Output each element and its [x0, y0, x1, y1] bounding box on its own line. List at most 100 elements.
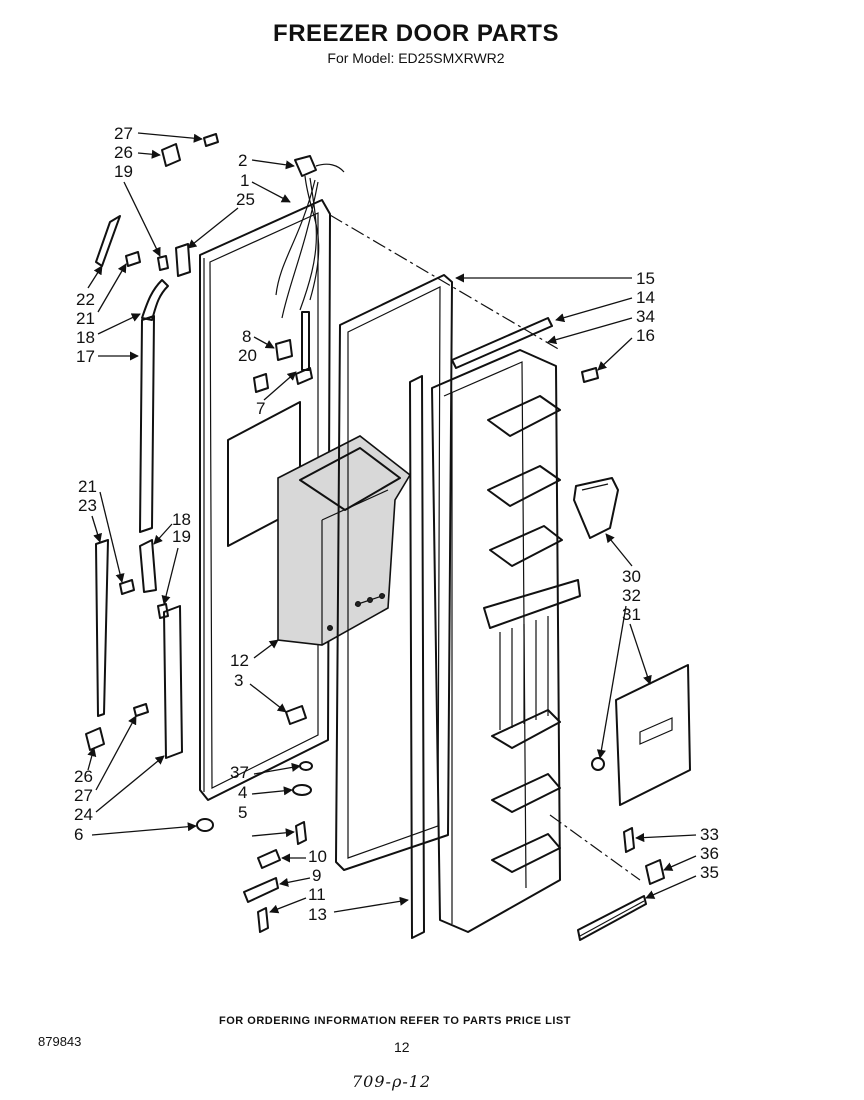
callout-label: 21 — [76, 309, 95, 328]
handwritten-note: 709-ρ-12 — [352, 1072, 432, 1091]
callout-label: 35 — [700, 863, 719, 882]
grommet-part-18b — [139, 539, 157, 593]
callout-10: 10 — [281, 847, 327, 866]
callout-35: 35 — [645, 863, 719, 899]
callout-21-top: 21 — [76, 263, 127, 328]
dispenser-housing-part-12 — [277, 435, 412, 646]
callout-label: 19 — [114, 162, 133, 181]
callout-label: 36 — [700, 844, 719, 863]
screw-part-33 — [623, 827, 635, 853]
clip-part-20 — [253, 373, 269, 393]
callout-label: 31 — [622, 605, 641, 624]
model-subtitle: For Model: ED25SMXRWR2 — [327, 50, 505, 66]
bracket-part-10 — [257, 849, 281, 869]
callout-12: 12 — [230, 639, 279, 670]
callout-label: 26 — [114, 143, 133, 162]
ordering-info-note: FOR ORDERING INFORMATION REFER TO PARTS … — [219, 1015, 571, 1027]
callout-label: 1 — [240, 171, 249, 190]
callout-6: 6 — [74, 822, 197, 844]
callout-label: 15 — [636, 269, 655, 288]
plate-part-9 — [243, 877, 279, 903]
callout-label: 14 — [636, 288, 655, 307]
callout-15: 15 — [455, 269, 655, 288]
callout-label: 26 — [74, 767, 93, 786]
freezer-door-outer — [431, 349, 581, 933]
callout-3: 3 — [234, 671, 287, 713]
cap-part-8 — [275, 339, 293, 361]
page-number: 12 — [394, 1039, 410, 1055]
access-cover-part-31 — [615, 664, 691, 806]
callout-36: 36 — [663, 844, 719, 871]
callout-31: 31 — [622, 605, 652, 685]
screw-part-27 — [133, 133, 219, 717]
chute-part-30 — [573, 477, 619, 539]
callout-2: 2 — [238, 151, 295, 170]
callout-27-bottom: 27 — [74, 715, 137, 805]
callout-22: 22 — [76, 265, 103, 309]
document-number: 879843 — [38, 1034, 82, 1049]
callout-32: 32 — [596, 586, 641, 759]
hinge-strap-part-23 — [95, 539, 109, 717]
callout-5: 5 — [238, 803, 295, 838]
callout-19-top: 19 — [114, 162, 161, 257]
callout-label: 22 — [76, 290, 95, 309]
callout-26-top: 26 — [114, 143, 161, 162]
callout-label: 33 — [700, 825, 719, 844]
callout-label: 8 — [242, 327, 251, 346]
screw-part-21 — [119, 251, 141, 595]
callout-8: 8 — [242, 327, 275, 349]
callout-label: 18 — [172, 510, 191, 529]
callout-9: 9 — [279, 866, 321, 887]
clip-part-25 — [175, 243, 191, 277]
callout-33: 33 — [635, 825, 719, 844]
callout-label: 23 — [78, 496, 97, 515]
callout-7: 7 — [256, 371, 297, 418]
callout-18-top: 18 — [76, 313, 141, 347]
wire-cover-part-17 — [139, 315, 155, 533]
callout-label: 17 — [76, 347, 95, 366]
callout-21-mid: 21 — [78, 477, 125, 583]
callout-17: 17 — [76, 347, 139, 366]
callout-26-bottom: 26 — [74, 747, 97, 786]
callout-label: 4 — [238, 783, 247, 802]
callout-label: 24 — [74, 805, 93, 824]
callout-1: 1 — [240, 171, 291, 203]
channel-part-24 — [163, 605, 183, 759]
callout-label: 10 — [308, 847, 327, 866]
callout-label: 25 — [236, 190, 255, 209]
trim-part-35 — [577, 895, 647, 941]
callout-16: 16 — [597, 326, 655, 371]
wire-harness-part-2 — [275, 155, 345, 319]
callout-24: 24 — [74, 755, 165, 824]
callout-37: 37 — [230, 762, 301, 782]
clip-part-19 — [157, 255, 169, 619]
callout-label: 27 — [74, 786, 93, 805]
door-frame-part-1 — [199, 199, 331, 801]
callout-label: 13 — [308, 905, 327, 924]
callout-label: 20 — [238, 346, 257, 365]
callout-label: 27 — [114, 124, 133, 143]
callout-label: 19 — [172, 527, 191, 546]
callout-label: 37 — [230, 763, 249, 782]
callout-20: 20 — [238, 346, 257, 365]
callout-label: 7 — [256, 399, 265, 418]
trim-strip-part-13 — [409, 375, 425, 939]
top-trim-part-14 — [451, 317, 553, 369]
washer-part-4 — [292, 784, 312, 796]
bolt-part-5 — [295, 821, 307, 845]
callout-label: 3 — [234, 671, 243, 690]
callout-label: 9 — [312, 866, 321, 885]
callout-label: 18 — [76, 328, 95, 347]
callout-11: 11 — [269, 885, 326, 914]
callout-label: 16 — [636, 326, 655, 345]
callout-label: 32 — [622, 586, 641, 605]
callout-27-top: 27 — [114, 124, 203, 143]
callout-4: 4 — [238, 783, 293, 802]
bushing-part-6 — [196, 818, 214, 832]
callout-25: 25 — [187, 190, 255, 249]
screw-part-16 — [581, 367, 599, 383]
page-title: FREEZER DOOR PARTS — [273, 20, 559, 47]
callout-23: 23 — [78, 496, 102, 543]
callout-30: 30 — [605, 533, 641, 586]
